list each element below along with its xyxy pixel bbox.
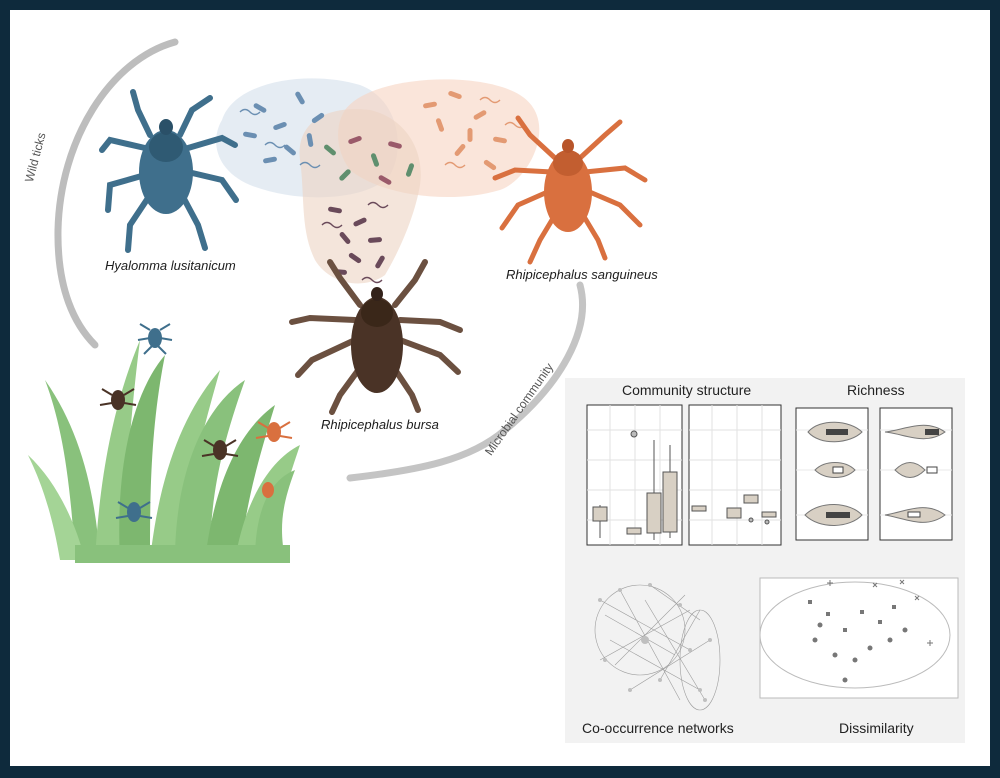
title-cooccurrence-networks: Co-occurrence networks [582, 720, 734, 736]
title-community-structure: Community structure [622, 382, 752, 398]
microbial-community-arc [346, 281, 587, 482]
label-rhipicephalus-sanguineus: Rhipicephalus sanguineus [506, 267, 658, 282]
label-rhipicephalus-bursa: Rhipicephalus bursa [321, 417, 439, 432]
figure-panel: Hyalomma lusitanicum Rhipicephalus sangu… [10, 10, 990, 766]
community-structure-plot [586, 404, 782, 546]
richness-plot [795, 407, 953, 541]
title-richness: Richness [847, 382, 905, 398]
bursa-tick [289, 259, 463, 415]
bursa-microbiome-cloud [299, 109, 421, 284]
cooccurrence-network [594, 583, 721, 711]
grass-ticks [99, 323, 293, 522]
dissimilarity-plot [759, 577, 959, 699]
title-dissimilarity: Dissimilarity [839, 720, 914, 736]
grass-illustration [28, 340, 300, 563]
graphical-abstract [28, 38, 965, 743]
wild-ticks-arc [54, 38, 179, 349]
hyalomma-tick [99, 89, 239, 253]
label-hyalomma-lusitanicum: Hyalomma lusitanicum [105, 258, 236, 273]
